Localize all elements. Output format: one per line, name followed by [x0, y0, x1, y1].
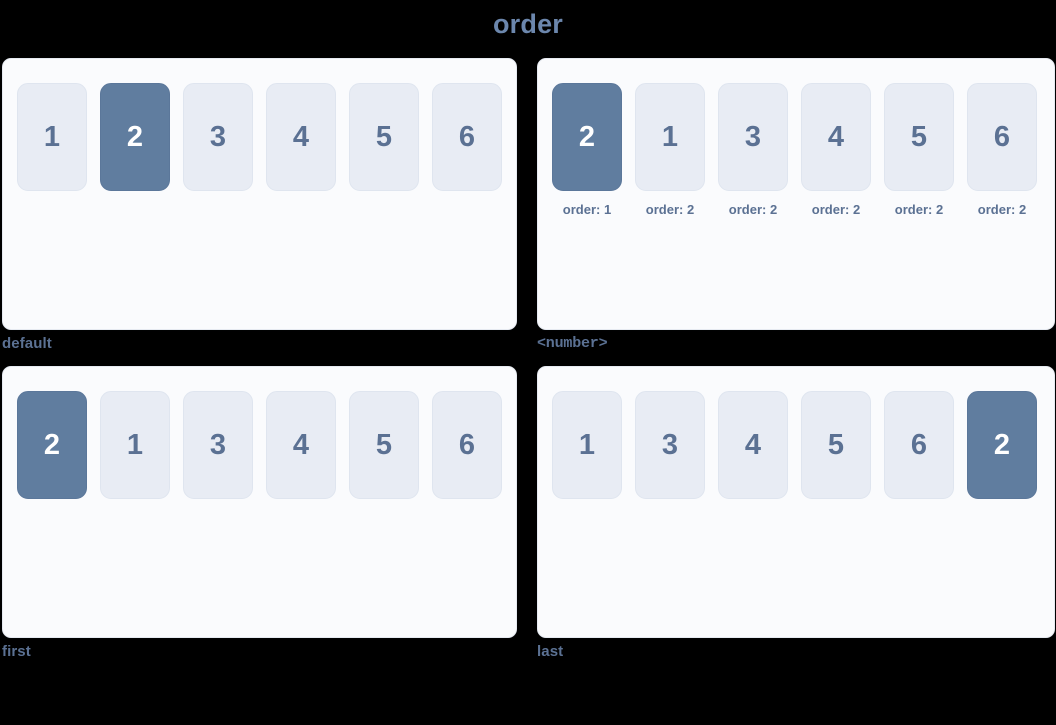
flex-item: 2 order: 1 — [552, 83, 622, 217]
flex-item: 2 — [967, 391, 1037, 499]
order-value-label: order: 2 — [977, 202, 1027, 217]
flex-item: 5 order: 2 — [884, 83, 954, 217]
order-value-label: order: 2 — [728, 202, 778, 217]
flex-item-box[interactable]: 4 — [266, 391, 336, 499]
flex-item: 6 — [432, 83, 502, 191]
flex-item-box[interactable]: 6 — [432, 391, 502, 499]
flex-item-box[interactable]: 3 — [635, 391, 705, 499]
flex-item-box[interactable]: 5 — [801, 391, 871, 499]
flex-item: 3 — [183, 83, 253, 191]
flex-item-box[interactable]: 6 — [884, 391, 954, 499]
flex-item-box[interactable]: 5 — [349, 83, 419, 191]
flex-item-box-highlighted[interactable]: 2 — [967, 391, 1037, 499]
panel-caption: last — [537, 643, 564, 660]
flex-item-box[interactable]: 5 — [349, 391, 419, 499]
panel-caption: <number> — [537, 335, 608, 352]
flex-item-box-highlighted[interactable]: 2 — [552, 83, 622, 191]
flex-item: 2 — [17, 391, 87, 499]
flex-item: 6 — [432, 391, 502, 499]
panel-caption: default — [2, 335, 52, 352]
flex-item-box[interactable]: 3 — [183, 83, 253, 191]
flex-item: 4 — [266, 391, 336, 499]
demo-cell-number: 2 order: 1 1 order: 2 3 order: 2 4 order: 2 5 ord… — [537, 58, 1055, 352]
flex-item: 4 — [718, 391, 788, 499]
flex-item-box[interactable]: 4 — [718, 391, 788, 499]
flex-item: 5 — [349, 83, 419, 191]
flex-item: 5 — [349, 391, 419, 499]
flex-item: 4 — [266, 83, 336, 191]
flex-item: 6 — [884, 391, 954, 499]
flex-item: 1 order: 2 — [635, 83, 705, 217]
flex-item: 3 — [635, 391, 705, 499]
flex-container: 2 order: 1 1 order: 2 3 order: 2 4 order: 2 5 ord… — [537, 58, 1055, 330]
order-value-label: order: 2 — [894, 202, 944, 217]
order-value-label: order: 1 — [562, 202, 612, 217]
flex-item-box[interactable]: 3 — [183, 391, 253, 499]
flex-item-box[interactable]: 4 — [266, 83, 336, 191]
flex-item-box[interactable]: 3 — [718, 83, 788, 191]
flex-item: 3 — [183, 391, 253, 499]
page-title: order — [492, 9, 564, 39]
flex-item: 3 order: 2 — [718, 83, 788, 217]
flex-item-box[interactable]: 1 — [552, 391, 622, 499]
flex-item-box[interactable]: 5 — [884, 83, 954, 191]
flex-item-box[interactable]: 6 — [432, 83, 502, 191]
flex-item-box[interactable]: 1 — [17, 83, 87, 191]
flex-item: 1 — [100, 391, 170, 499]
flex-item: 1 — [17, 83, 87, 191]
flex-item: 1 — [552, 391, 622, 499]
flex-item-box-highlighted[interactable]: 2 — [100, 83, 170, 191]
panel-caption: first — [2, 643, 31, 660]
order-value-label: order: 2 — [645, 202, 695, 217]
order-value-label: order: 2 — [811, 202, 861, 217]
flex-item-box[interactable]: 1 — [635, 83, 705, 191]
flex-item-box-highlighted[interactable]: 2 — [17, 391, 87, 499]
flex-item: 5 — [801, 391, 871, 499]
flex-item: 4 order: 2 — [801, 83, 871, 217]
flex-item: 6 order: 2 — [967, 83, 1037, 217]
flex-item-box[interactable]: 4 — [801, 83, 871, 191]
flex-item: 2 — [100, 83, 170, 191]
flex-item-box[interactable]: 1 — [100, 391, 170, 499]
flex-item-box[interactable]: 6 — [967, 83, 1037, 191]
